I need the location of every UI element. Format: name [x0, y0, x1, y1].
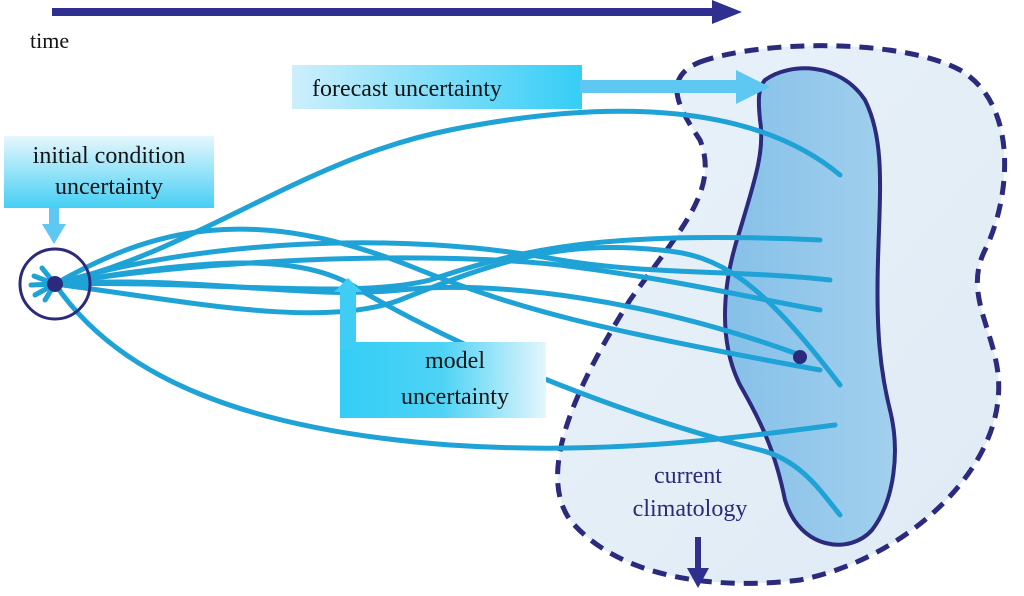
forecast-label-box — [292, 65, 582, 109]
initial-uncertainty-circle — [18, 247, 92, 321]
trajectory — [52, 226, 823, 373]
forecast-state-dot — [793, 350, 807, 364]
climatology-callout: current climatology — [633, 463, 748, 588]
climatology-label-line1: current — [654, 463, 722, 489]
model-label-line2: uncertainty — [401, 384, 509, 410]
trajectory — [52, 281, 838, 451]
trajectory — [52, 244, 843, 388]
model-arrow-shaft — [340, 290, 356, 350]
initial-condition-callout: initial condition uncertainty — [4, 136, 214, 244]
time-arrow — [52, 0, 742, 24]
initial-label-line2: uncertainty — [55, 174, 163, 200]
forecast-uncertainty-callout: forecast uncertainty — [292, 65, 770, 109]
climatology-arrow-head — [687, 568, 709, 588]
initial-label-line1: initial condition — [33, 143, 186, 169]
trajectory — [52, 108, 843, 287]
trajectory — [52, 279, 803, 358]
time-label: time — [30, 28, 69, 53]
initial-condition — [18, 247, 92, 321]
climatology-label-line2: climatology — [633, 496, 748, 522]
initial-arrow-shaft — [49, 208, 59, 226]
model-label-box — [340, 342, 546, 418]
forecast-arrow-head — [736, 70, 770, 104]
time-arrow-head — [712, 0, 742, 24]
initial-label-box — [4, 136, 214, 208]
model-arrow-head — [334, 278, 362, 292]
initial-state-dot — [47, 276, 63, 292]
forecast-uncertainty-label: forecast uncertainty — [312, 76, 502, 102]
model-label-line1: model — [425, 348, 485, 374]
climatology-arrow-shaft — [695, 537, 701, 573]
forecast-arrow-shaft — [580, 80, 740, 93]
initial-arrow-head — [42, 224, 66, 244]
model-uncertainty-callout: model uncertainty — [334, 278, 546, 418]
